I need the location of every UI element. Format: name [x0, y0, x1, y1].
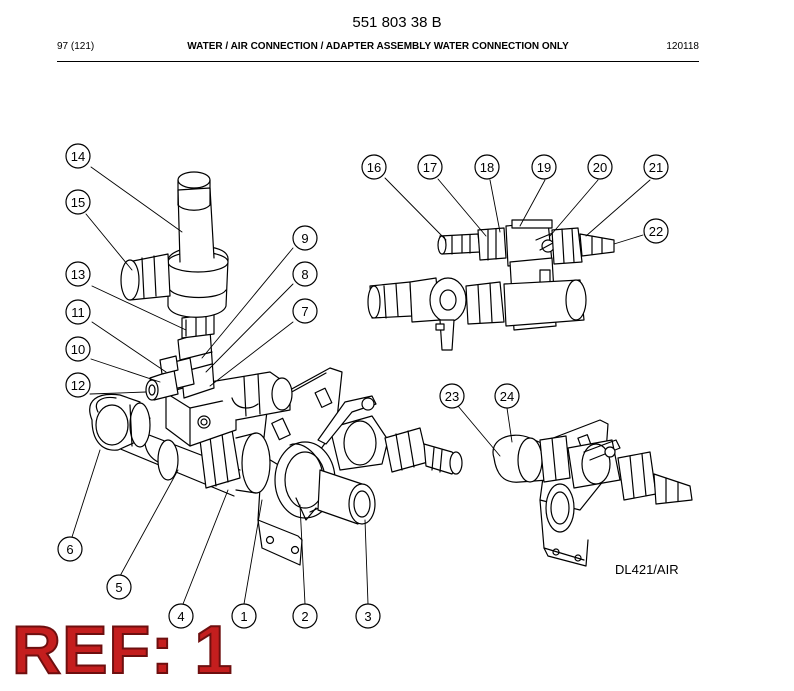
callout-7: 7: [292, 298, 318, 324]
svg-text:21: 21: [649, 160, 663, 175]
page-reference: 97 (121): [57, 41, 95, 52]
callout-19: 19: [531, 154, 557, 180]
svg-text:10: 10: [71, 342, 85, 357]
svg-text:12: 12: [71, 378, 85, 393]
callout-3: 3: [355, 603, 381, 629]
svg-text:17: 17: [423, 160, 437, 175]
callout-2: 2: [292, 603, 318, 629]
svg-text:7: 7: [301, 304, 308, 319]
callout-21: 21: [643, 154, 669, 180]
callout-23: 23: [439, 383, 465, 409]
callout-13: 13: [65, 261, 91, 287]
leader-lines: [71, 166, 651, 605]
svg-text:8: 8: [301, 267, 308, 282]
callout-20: 20: [587, 154, 613, 180]
callout-12: 12: [65, 372, 91, 398]
svg-text:6: 6: [66, 542, 73, 557]
svg-text:1: 1: [240, 609, 247, 624]
date-code: 120118: [666, 41, 699, 52]
svg-text:3: 3: [364, 609, 371, 624]
callout-9: 9: [292, 225, 318, 251]
callout-11: 11: [65, 299, 91, 325]
callout-1: 1: [231, 603, 257, 629]
callout-8: 8: [292, 261, 318, 287]
ref-label: REF: 1: [11, 612, 234, 688]
callout-18: 18: [474, 154, 500, 180]
callout-bubbles: 1 2 3 4 5 6 7 8 9 10 11 12 13 14 15 16 1…: [57, 143, 669, 629]
callout-6: 6: [57, 536, 83, 562]
svg-text:15: 15: [71, 195, 85, 210]
svg-text:14: 14: [71, 149, 85, 164]
svg-text:13: 13: [71, 267, 85, 282]
svg-text:22: 22: [649, 224, 663, 239]
callout-22: 22: [643, 218, 669, 244]
bottom-right-assembly-drawing: [492, 419, 693, 567]
callout-10: 10: [65, 336, 91, 362]
svg-text:11: 11: [71, 305, 85, 320]
callout-5: 5: [106, 574, 132, 600]
svg-text:5: 5: [115, 580, 122, 595]
callout-4: 4: [168, 603, 194, 629]
callout-17: 17: [417, 154, 443, 180]
svg-text:23: 23: [445, 389, 459, 404]
svg-text:9: 9: [301, 231, 308, 246]
callout-15: 15: [65, 189, 91, 215]
callout-14: 14: [65, 143, 91, 169]
page-title: WATER / AIR CONNECTION / ADAPTER ASSEMBL…: [187, 41, 569, 52]
svg-text:2: 2: [301, 609, 308, 624]
model-label: DL421/AIR: [615, 562, 679, 577]
main-assembly-drawing: [89, 171, 463, 566]
page-header: 97 (121) WATER / AIR CONNECTION / ADAPTE…: [57, 41, 699, 57]
header-divider: [57, 61, 699, 62]
svg-text:20: 20: [593, 160, 607, 175]
svg-text:19: 19: [537, 160, 551, 175]
callout-16: 16: [361, 154, 387, 180]
svg-text:24: 24: [500, 389, 514, 404]
callout-24: 24: [494, 383, 520, 409]
svg-text:18: 18: [480, 160, 494, 175]
top-right-assembly-drawing: [367, 219, 615, 351]
svg-text:16: 16: [367, 160, 381, 175]
document-number: 551 803 38 B: [352, 14, 442, 31]
svg-text:4: 4: [177, 609, 184, 624]
